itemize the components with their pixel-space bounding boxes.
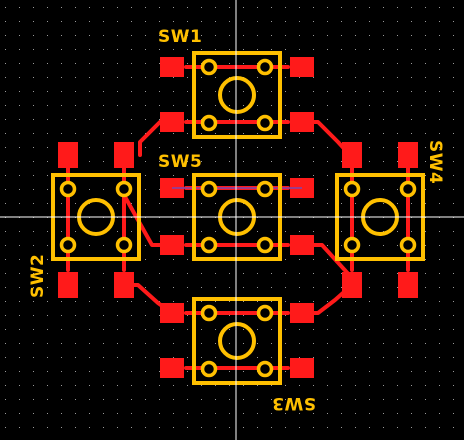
sw1-pad-4[interactable]: [290, 112, 314, 132]
smd-pads: [58, 57, 418, 378]
sw2-pad-2[interactable]: [114, 142, 134, 168]
sw5-pad-3[interactable]: [160, 235, 184, 255]
sw3-pad-2[interactable]: [290, 303, 314, 323]
sw1-pad-3[interactable]: [160, 112, 184, 132]
sw1-pad-2[interactable]: [290, 57, 314, 77]
sw3-pad-4[interactable]: [290, 358, 314, 378]
sw1-pad-1[interactable]: [160, 57, 184, 77]
label-sw4[interactable]: SW4: [425, 140, 445, 184]
sw2-pad-3[interactable]: [58, 272, 78, 298]
label-sw1[interactable]: SW1: [158, 27, 202, 47]
sw1-footprint[interactable]: [192, 51, 282, 139]
sw2-pad-1[interactable]: [58, 142, 78, 168]
sw2-pad-4[interactable]: [114, 272, 134, 298]
sw4-pad-4[interactable]: [398, 272, 418, 298]
sw4-pad-1[interactable]: [342, 142, 362, 168]
sw3-pad-3[interactable]: [160, 358, 184, 378]
sw5-pad-4[interactable]: [290, 235, 314, 255]
label-sw3[interactable]: SW3: [272, 393, 316, 413]
sw4-pad-2[interactable]: [398, 142, 418, 168]
label-sw2[interactable]: SW2: [28, 254, 48, 298]
sw3-pad-1[interactable]: [160, 303, 184, 323]
sw4-pad-3[interactable]: [342, 272, 362, 298]
label-sw5[interactable]: SW5: [158, 152, 202, 172]
sw3-footprint[interactable]: [192, 297, 282, 385]
